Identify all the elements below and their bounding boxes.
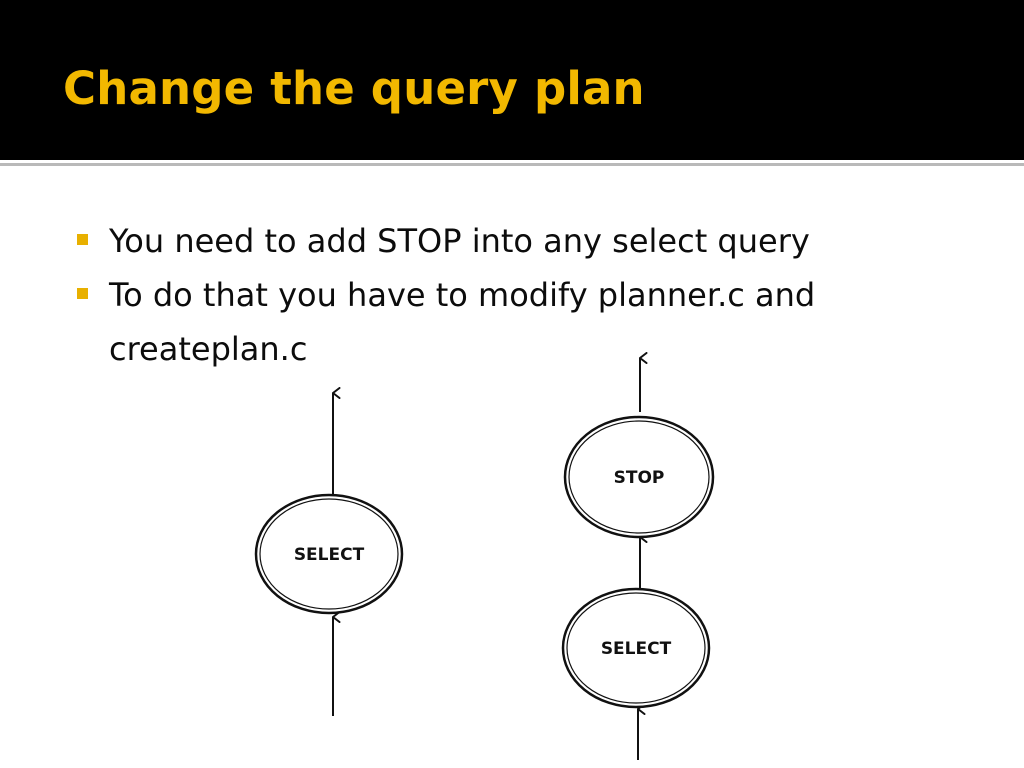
- select-node-label: SELECT: [294, 545, 365, 565]
- square-bullet-icon: [77, 288, 88, 299]
- stop-node: STOP: [563, 415, 715, 539]
- original-plan: SELECT: [254, 387, 404, 716]
- title-divider-shadow: [0, 163, 1024, 166]
- bullet-text: You need to add STOP into any select que…: [109, 222, 810, 260]
- select-node: SELECT: [561, 587, 711, 709]
- modified-plan: SELECT STOP: [561, 352, 715, 760]
- bullet-text: To do that you have to modify planner.c …: [109, 276, 816, 368]
- bullet-item: You need to add STOP into any select que…: [77, 214, 977, 268]
- select-node: SELECT: [254, 493, 404, 615]
- stop-node-label: STOP: [614, 468, 665, 488]
- bullet-list: You need to add STOP into any select que…: [77, 214, 977, 376]
- slide-title: Change the query plan: [63, 62, 645, 115]
- bullet-item: To do that you have to modify planner.c …: [77, 268, 977, 376]
- select-node-label: SELECT: [601, 639, 672, 659]
- square-bullet-icon: [77, 234, 88, 245]
- title-bar: Change the query plan: [0, 0, 1024, 160]
- title-divider: [0, 160, 1024, 163]
